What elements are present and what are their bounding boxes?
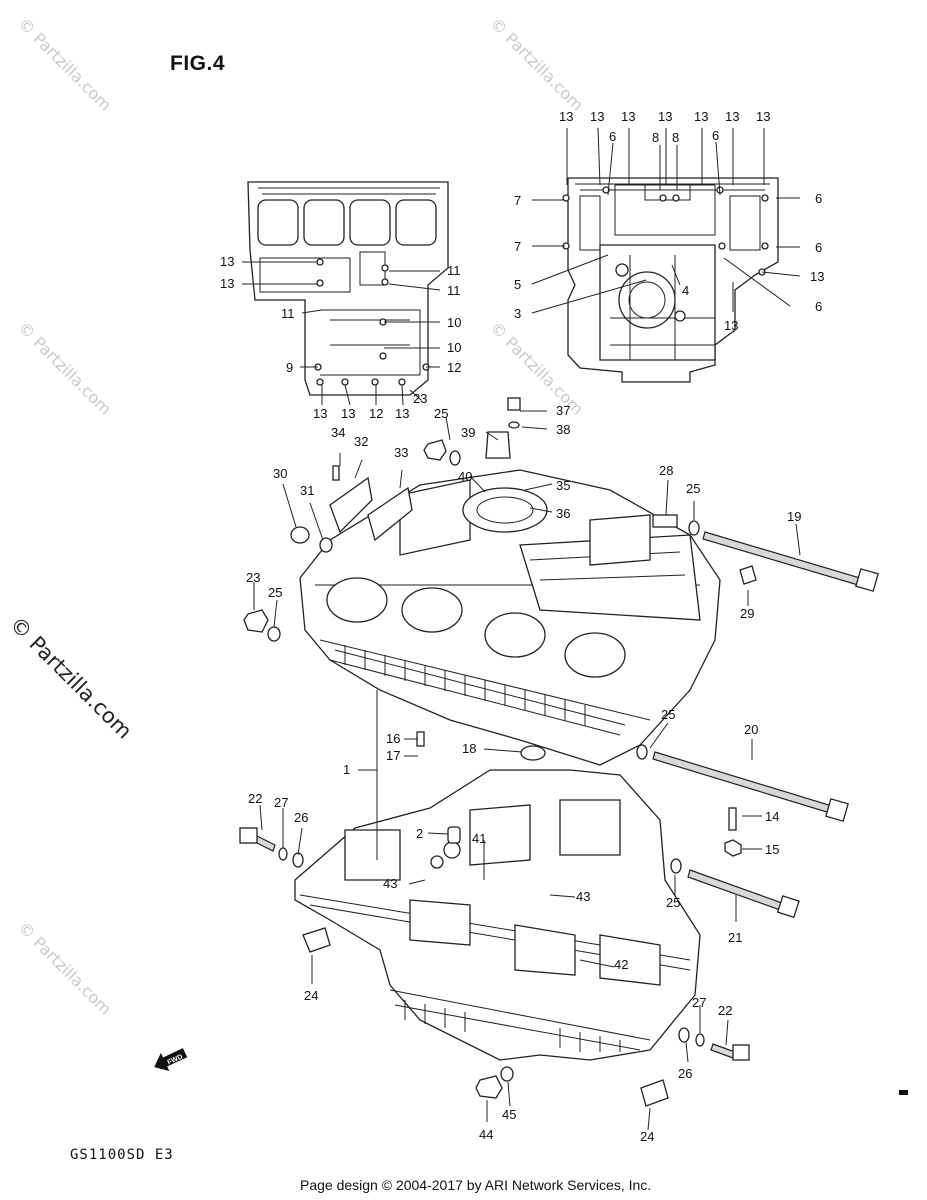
leader-lines bbox=[242, 127, 801, 1131]
callout-label: 25 bbox=[666, 895, 680, 910]
callout-label: 23 bbox=[413, 391, 427, 406]
callout-label: 6 bbox=[815, 240, 822, 255]
callout-label: 11 bbox=[281, 306, 295, 321]
callout-label: 25 bbox=[661, 707, 675, 722]
callout-label: 30 bbox=[273, 466, 287, 481]
copyright-footer: Page design © 2004-2017 by ARI Network S… bbox=[300, 1177, 652, 1193]
callout-label: 22 bbox=[718, 1003, 732, 1018]
callout-label: 35 bbox=[556, 478, 570, 493]
callout-label: 23 bbox=[246, 570, 260, 585]
callout-label: 24 bbox=[304, 988, 318, 1003]
callout-label: 7 bbox=[514, 193, 521, 208]
callout-label: 18 bbox=[462, 741, 476, 756]
callout-label: 14 bbox=[765, 809, 779, 824]
callout-label: 20 bbox=[744, 722, 758, 737]
callout-label: 22 bbox=[248, 791, 262, 806]
callout-label: 5 bbox=[514, 277, 521, 292]
callout-label: 24 bbox=[640, 1129, 654, 1144]
callout-label: 43 bbox=[576, 889, 590, 904]
figure-title: FIG.4 bbox=[170, 52, 226, 75]
callout-label: 19 bbox=[787, 509, 801, 524]
callout-label: 45 bbox=[502, 1107, 516, 1122]
callout-label: 27 bbox=[692, 995, 706, 1010]
callout-label: 27 bbox=[274, 795, 288, 810]
callout-label: 13 bbox=[395, 406, 409, 421]
callout-label: 4 bbox=[682, 283, 689, 298]
callout-label: 13 bbox=[341, 406, 355, 421]
callout-label: 39 bbox=[461, 425, 475, 440]
callout-label: 44 bbox=[479, 1127, 493, 1142]
callout-label: 17 bbox=[386, 748, 400, 763]
callout-label: 26 bbox=[294, 810, 308, 825]
callout-label: 13 bbox=[220, 254, 234, 269]
upper-crankcase-inset bbox=[247, 181, 449, 396]
hardware-parts bbox=[239, 397, 879, 1107]
callout-label: 42 bbox=[614, 957, 628, 972]
callout-label: 33 bbox=[394, 445, 408, 460]
callout-label: 31 bbox=[300, 483, 314, 498]
callout-label: 43 bbox=[383, 876, 397, 891]
callout-label: 25 bbox=[268, 585, 282, 600]
callout-label: 2 bbox=[416, 826, 423, 841]
callout-label: 38 bbox=[556, 422, 570, 437]
callout-label: 41 bbox=[472, 831, 486, 846]
callout-label: 6 bbox=[815, 299, 822, 314]
callout-label: 13 bbox=[559, 109, 573, 124]
callout-label: 8 bbox=[672, 130, 679, 145]
callout-label: 13 bbox=[590, 109, 604, 124]
edge-mark bbox=[899, 1090, 908, 1095]
callout-label: 25 bbox=[434, 406, 448, 421]
callout-label: 40 bbox=[458, 469, 472, 484]
callout-label: 12 bbox=[447, 360, 461, 375]
callout-label: 26 bbox=[678, 1066, 692, 1081]
callout-label: 36 bbox=[556, 506, 570, 521]
callout-label: 11 bbox=[447, 283, 461, 298]
callout-label: 13 bbox=[756, 109, 770, 124]
callout-label: 16 bbox=[386, 731, 400, 746]
callout-label: 32 bbox=[354, 434, 368, 449]
callout-label: 9 bbox=[286, 360, 293, 375]
callout-label: 29 bbox=[740, 606, 754, 621]
callout-label: 6 bbox=[609, 129, 616, 144]
callout-label: 7 bbox=[514, 239, 521, 254]
callout-label: 37 bbox=[556, 403, 570, 418]
callout-labels: 13 13 13 13 13 13 13 6 8 8 6 7 6 7 6 5 1… bbox=[220, 109, 824, 1144]
callout-label: 13 bbox=[694, 109, 708, 124]
callout-label: 13 bbox=[724, 318, 738, 333]
callout-label: 13 bbox=[725, 109, 739, 124]
callout-label: 13 bbox=[220, 276, 234, 291]
lower-crankcase bbox=[294, 769, 701, 1061]
callout-label: 12 bbox=[369, 406, 383, 421]
callout-label: 3 bbox=[514, 306, 521, 321]
lower-crankcase-inset bbox=[562, 177, 779, 383]
upper-crankcase bbox=[299, 469, 721, 766]
callout-label: 10 bbox=[447, 315, 461, 330]
callout-label: 15 bbox=[765, 842, 779, 857]
callout-label: 6 bbox=[712, 128, 719, 143]
model-code: GS1100SD E3 bbox=[70, 1147, 174, 1163]
callout-label: 25 bbox=[686, 481, 700, 496]
callout-label: 21 bbox=[728, 930, 742, 945]
forward-arrow-icon: FWD bbox=[154, 1048, 188, 1072]
callout-label: 13 bbox=[658, 109, 672, 124]
callout-label: 6 bbox=[815, 191, 822, 206]
callout-label: 10 bbox=[447, 340, 461, 355]
callout-label: 1 bbox=[343, 762, 350, 777]
callout-label: 13 bbox=[810, 269, 824, 284]
callout-label: 13 bbox=[621, 109, 635, 124]
callout-label: 13 bbox=[313, 406, 327, 421]
callout-label: 28 bbox=[659, 463, 673, 478]
callout-label: 8 bbox=[652, 130, 659, 145]
callout-label: 34 bbox=[331, 425, 345, 440]
callout-label: 11 bbox=[447, 263, 461, 278]
